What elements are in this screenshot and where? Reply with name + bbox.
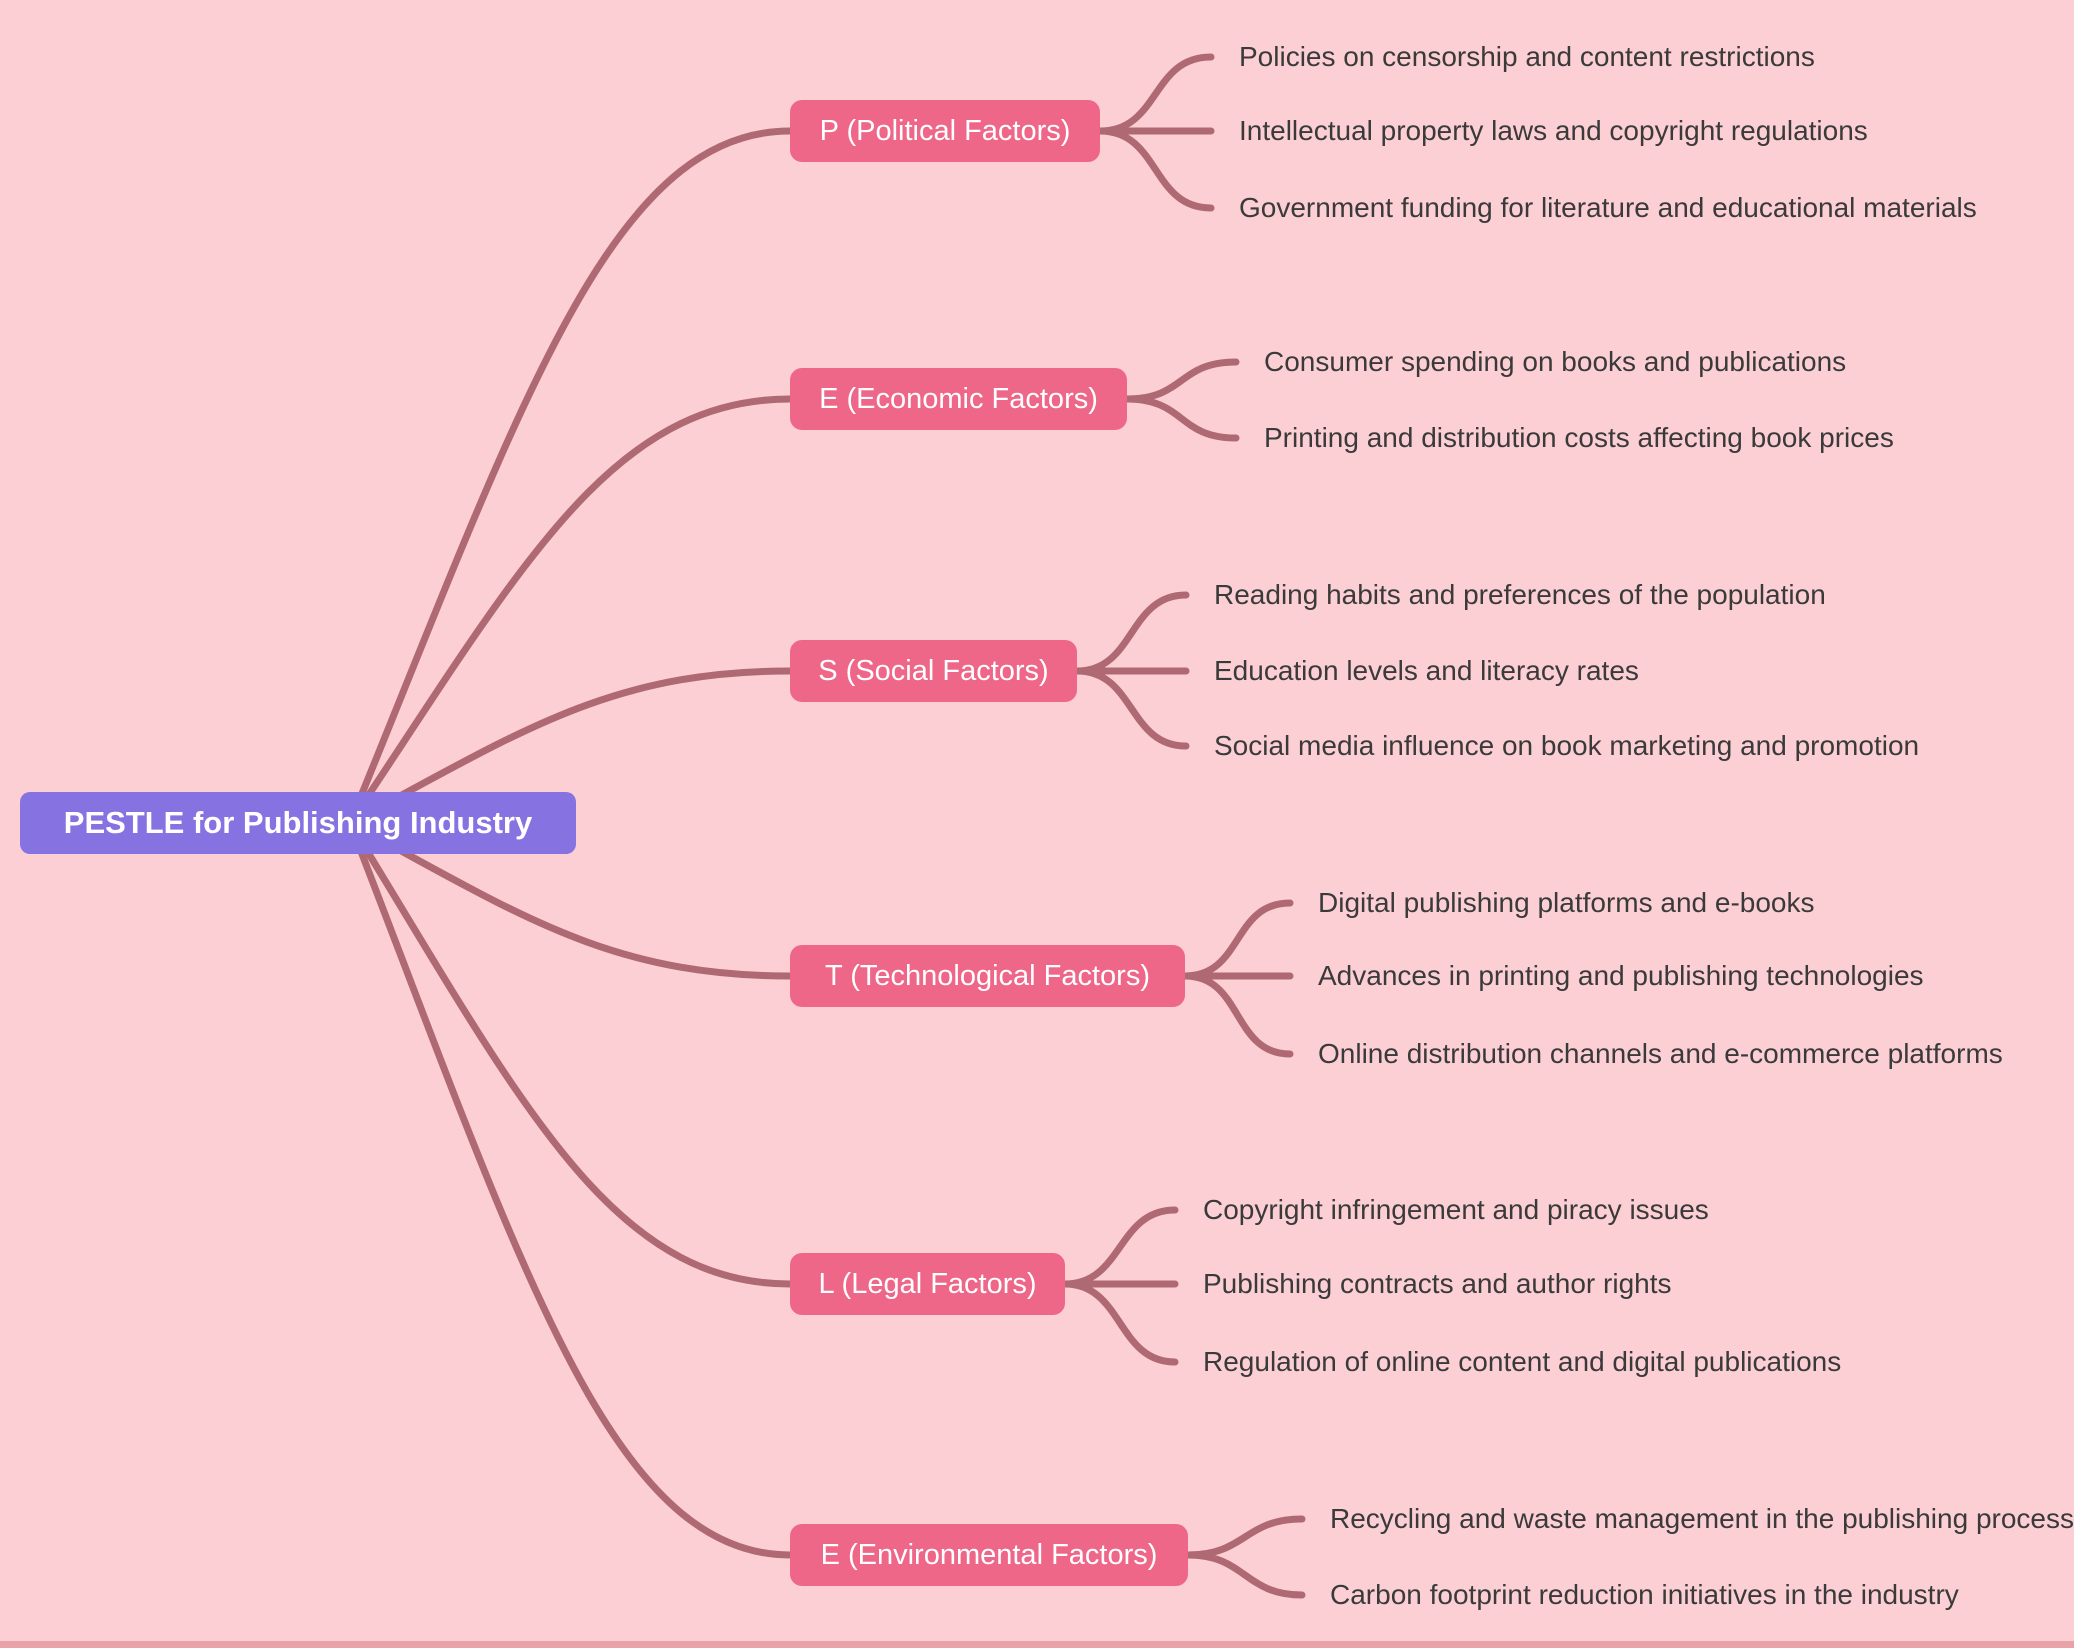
branch-node-environmental[interactable]: E (Environmental Factors) [790, 1524, 1188, 1586]
leaf-social-1[interactable]: Reading habits and preferences of the po… [1214, 579, 1826, 610]
edge-root-to-legal [346, 819, 794, 1288]
leaf-social-3[interactable]: Social media influence on book marketing… [1214, 730, 1920, 761]
edge-social-leaf-1 [1073, 591, 1190, 675]
leaf-political-1[interactable]: Policies on censorship and content restr… [1239, 41, 1815, 72]
leaf-social-2[interactable]: Education levels and literacy rates [1214, 655, 1639, 686]
leaf-legal-3[interactable]: Regulation of online content and digital… [1203, 1346, 1842, 1377]
edge-root-to-social [346, 667, 794, 827]
leaf-economic-1[interactable]: Consumer spending on books and publicati… [1264, 346, 1847, 377]
edge-legal-leaf-1 [1061, 1206, 1179, 1288]
leaf-environmental-1[interactable]: Recycling and waste management in the pu… [1330, 1503, 2074, 1534]
edge-economic-leaf-1 [1123, 358, 1240, 403]
edge-technological-leaf-1 [1181, 899, 1294, 980]
edge-root-to-environmental [346, 819, 794, 1559]
edge-legal-leaf-3 [1061, 1280, 1179, 1366]
canvas-bottom-edge [0, 1641, 2074, 1648]
edge-root-to-technological [346, 819, 794, 980]
branch-node-economic[interactable]: E (Economic Factors) [790, 368, 1127, 430]
edge-environmental-leaf-1 [1184, 1515, 1306, 1559]
leaf-legal-2[interactable]: Publishing contracts and author rights [1203, 1268, 1672, 1299]
branch-node-political[interactable]: P (Political Factors) [790, 100, 1100, 162]
edge-economic-leaf-2 [1123, 395, 1240, 442]
leaf-political-3[interactable]: Government funding for literature and ed… [1239, 192, 1977, 223]
branch-node-technological[interactable]: T (Technological Factors) [790, 945, 1185, 1007]
leaf-political-2[interactable]: Intellectual property laws and copyright… [1239, 115, 1868, 146]
edge-social-leaf-3 [1073, 667, 1190, 750]
leaf-environmental-2[interactable]: Carbon footprint reduction initiatives i… [1330, 1579, 1959, 1610]
root-node-pestle[interactable]: PESTLE for Publishing Industry [20, 792, 576, 854]
edge-political-leaf-1 [1096, 53, 1215, 135]
edge-political-leaf-3 [1096, 127, 1215, 212]
edge-root-to-economic [346, 395, 794, 827]
edge-technological-leaf-3 [1181, 972, 1294, 1058]
branch-node-social[interactable]: S (Social Factors) [790, 640, 1077, 702]
leaf-technological-2[interactable]: Advances in printing and publishing tech… [1318, 960, 1924, 991]
leaf-legal-1[interactable]: Copyright infringement and piracy issues [1203, 1194, 1709, 1225]
edge-root-to-political [346, 127, 794, 827]
leaf-technological-3[interactable]: Online distribution channels and e-comme… [1318, 1038, 2003, 1069]
branch-node-legal[interactable]: L (Legal Factors) [790, 1253, 1065, 1315]
leaf-technological-1[interactable]: Digital publishing platforms and e-books [1318, 887, 1815, 918]
edge-environmental-leaf-2 [1184, 1551, 1306, 1599]
leaf-economic-2[interactable]: Printing and distribution costs affectin… [1264, 422, 1894, 453]
